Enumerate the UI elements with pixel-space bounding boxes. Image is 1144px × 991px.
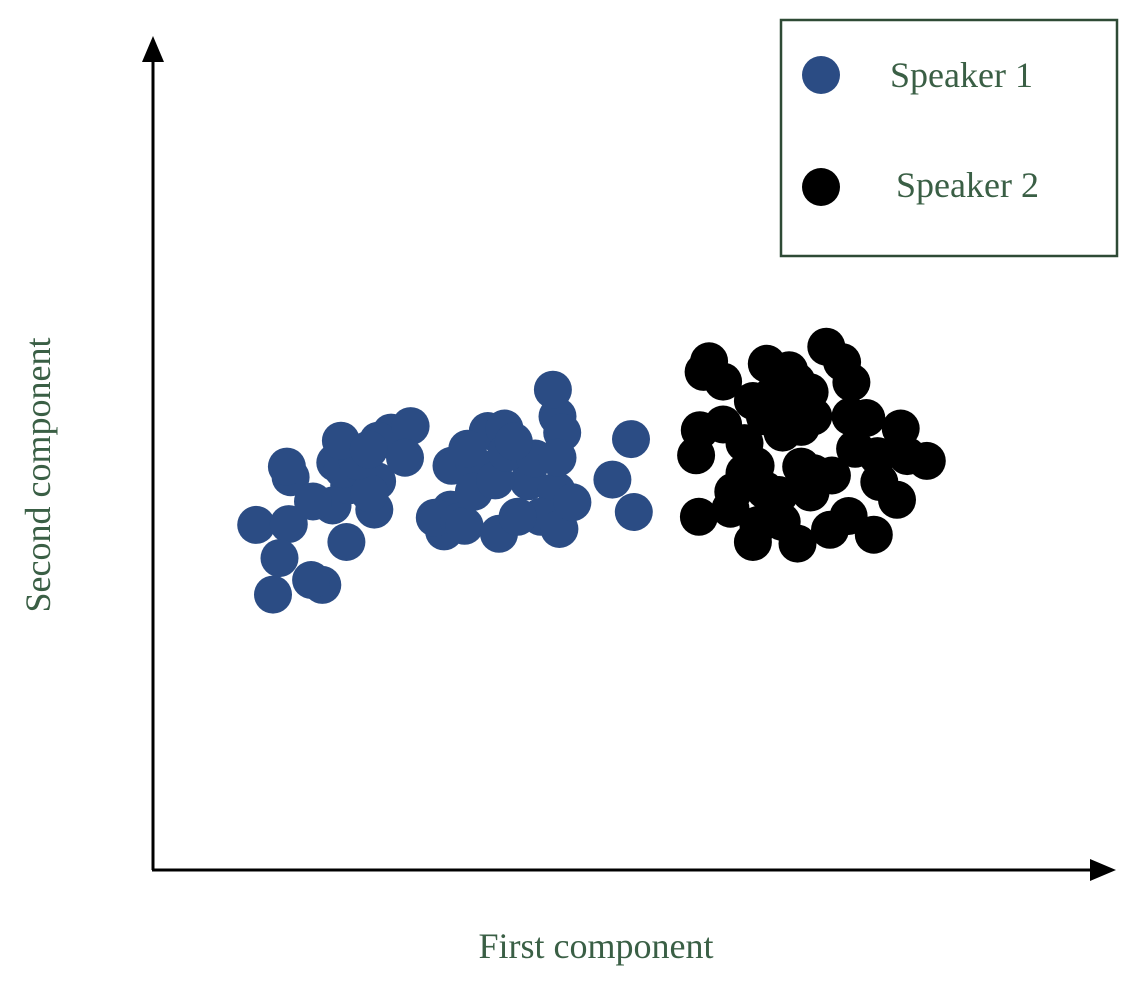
series-1-point-28 (349, 430, 388, 469)
series-1-point-9 (260, 539, 299, 578)
series-1-point-16 (294, 482, 332, 521)
series-1-point-25 (445, 506, 484, 545)
series-1-point-26 (254, 575, 292, 614)
series-1-point-29 (391, 407, 430, 446)
legend-marker-speaker-2 (802, 168, 840, 206)
legend-label-speaker-1: Speaker 1 (890, 55, 1033, 95)
legend: Speaker 1 Speaker 2 (779, 18, 1119, 258)
series-2-point-38 (790, 373, 829, 412)
series-2-point-17 (836, 429, 875, 468)
series-2-point-45 (736, 446, 775, 485)
series-2-point-7 (733, 523, 772, 561)
series-1-point-20 (350, 474, 389, 513)
series-2-point-35 (684, 352, 723, 391)
series-2-point-46 (759, 476, 798, 514)
series-2-point-22 (831, 397, 870, 436)
legend-marker-speaker-1 (802, 56, 840, 94)
series-1-point-45 (448, 429, 487, 468)
x-axis-label: First component (479, 926, 714, 966)
legend-box (779, 18, 1119, 258)
series-1 (237, 370, 653, 614)
series-2-point-49 (745, 397, 784, 436)
series-1-point-4 (267, 447, 306, 486)
legend-label-speaker-2: Speaker 2 (896, 165, 1039, 205)
series-2-point-1 (679, 497, 718, 536)
series-1-point-48 (494, 422, 533, 461)
series-1-point-47 (614, 493, 653, 531)
y-axis-arrowhead (142, 36, 164, 62)
axes (142, 36, 1116, 881)
series-2-point-9 (778, 524, 817, 563)
series-2-point-29 (807, 327, 846, 366)
y-axis-label: Second component (18, 338, 58, 613)
series-1-point-53 (538, 438, 577, 477)
x-axis-arrowhead (1090, 859, 1116, 881)
series-2-point-43 (680, 411, 719, 450)
series-2-point-47 (782, 407, 821, 446)
series-2-point-20 (907, 441, 946, 480)
series-1-point-14 (327, 523, 366, 561)
series-1-point-2 (237, 505, 276, 544)
series-1-point-3 (269, 505, 308, 544)
series-1-point-42 (553, 483, 592, 522)
series-2-point-48 (794, 454, 833, 493)
series-1-point-50 (533, 370, 572, 409)
series-1-point-52 (593, 460, 632, 499)
series-2-point-31 (747, 344, 786, 383)
series-2 (677, 327, 946, 563)
series-1-point-40 (498, 497, 537, 536)
data-points (237, 327, 946, 614)
series-1-point-27 (292, 561, 331, 599)
series-2-point-15 (878, 480, 916, 519)
series-1-point-46 (612, 420, 650, 459)
series-1-point-30 (386, 438, 424, 477)
series-2-point-13 (854, 515, 893, 554)
